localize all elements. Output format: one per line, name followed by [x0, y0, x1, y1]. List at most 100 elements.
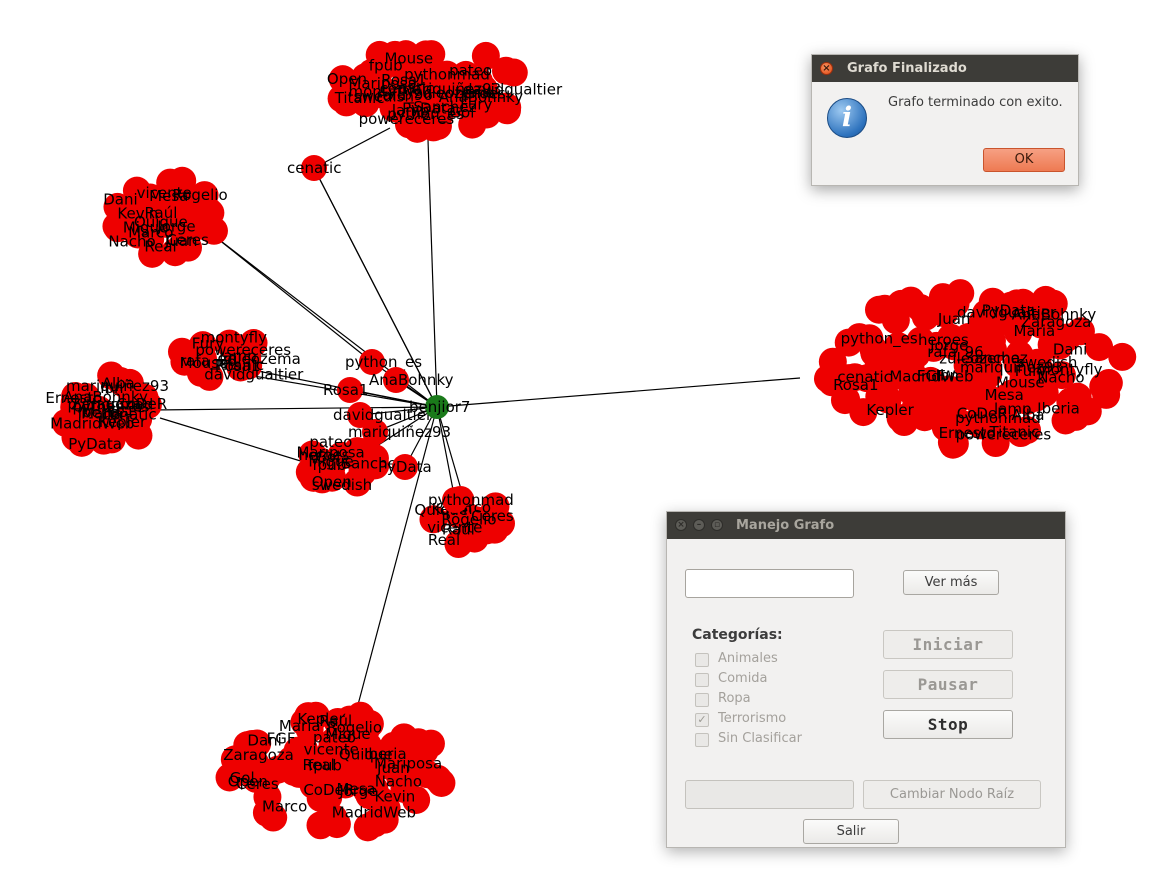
categorias-heading: Categorías:	[692, 627, 783, 643]
graph-node-label: Ernesto	[939, 424, 996, 442]
graph-node	[67, 428, 96, 457]
salir-button[interactable]: Salir	[803, 819, 899, 844]
graph-node-label: rafa_96	[376, 86, 432, 105]
graph-node-label: cenatic	[380, 79, 434, 97]
graph-node	[989, 396, 1018, 425]
graph-node-label: FGF	[917, 367, 946, 385]
graph-cluster: OpenMariposaGolfpubpateoMigueQuiqueCeres…	[215, 701, 456, 842]
checkbox[interactable]	[695, 673, 709, 687]
graph-node-label: Ceres	[471, 507, 514, 525]
graph-node-label: Alba	[1011, 406, 1044, 424]
search-input[interactable]	[685, 569, 854, 598]
graph-node	[170, 347, 199, 376]
graph-node-label: lamp	[392, 102, 430, 120]
graph-node	[353, 813, 382, 842]
checkbox[interactable]	[695, 733, 709, 747]
graph-node-label: PyData	[378, 458, 432, 476]
graph-node-label: Ceres	[236, 775, 279, 793]
graph-node-label: python_es	[345, 353, 422, 372]
graph-node-label: Nacho	[108, 233, 155, 251]
minimize-icon[interactable]: –	[693, 519, 705, 531]
graph-node	[306, 811, 335, 840]
graph-node	[337, 377, 363, 403]
graph-node-label: Rosa1	[215, 357, 260, 375]
root-node-input[interactable]	[685, 780, 854, 809]
close-icon[interactable]: ×	[675, 519, 687, 531]
graph-node-label: Rosa1	[833, 376, 878, 394]
graph-node-label: Zaragoza	[71, 396, 142, 414]
graph-node-label: fpub	[308, 756, 342, 774]
graph-node	[423, 111, 452, 140]
graph-node	[215, 329, 244, 358]
graph-edge	[212, 234, 373, 363]
iniciar-button[interactable]: Iniciar	[883, 630, 1013, 659]
graph-node-label: Gol	[449, 104, 474, 122]
graph-node-label: PyData	[68, 435, 122, 453]
grafo-finalizado-dialog: × Grafo Finalizado i Grafo terminado con…	[811, 54, 1079, 186]
graph-node-label: powereceres	[956, 426, 1052, 444]
graph-node	[389, 723, 418, 752]
cambiar-nodo-raiz-button[interactable]: Cambiar Nodo Raíz	[863, 780, 1041, 809]
graph-node-label: AnaBohnky	[1012, 306, 1097, 324]
graph-node	[1017, 301, 1046, 330]
graph-node-label: Titanic	[213, 356, 264, 374]
graph-node-label: mariquiñez93	[398, 80, 501, 98]
ok-button[interactable]: OK	[983, 148, 1065, 172]
graph-node	[391, 40, 420, 69]
graph-node-label: vicente	[304, 741, 359, 759]
graph-node	[491, 56, 520, 85]
graph-node-label: Sanchez	[342, 455, 405, 473]
graph-node-label: Dani	[1053, 340, 1087, 358]
graph-node-label: Rosa1	[323, 381, 368, 399]
checkbox[interactable]	[695, 653, 709, 667]
graph-node	[972, 299, 1001, 328]
ver-mas-button[interactable]: Ver más	[903, 570, 999, 595]
graph-node	[347, 402, 373, 428]
stop-button[interactable]: Stop	[883, 710, 1013, 739]
graph-node-label: vicente	[137, 184, 192, 202]
graph-node-label: Mariposa	[348, 75, 416, 93]
graph-node-label: MadridWeb	[332, 803, 416, 821]
graph-node	[919, 333, 948, 362]
graph-node	[403, 114, 432, 143]
graph-node-label: Sanchez	[965, 349, 1028, 367]
graph-node-label: Iberia	[1037, 399, 1080, 417]
graph-node	[961, 384, 990, 413]
category-label: Comida	[718, 671, 768, 686]
graph-node-label: davidgualtier	[463, 81, 563, 99]
graph-node-label: mariquiñez93	[960, 358, 1063, 376]
graph-node-label: Marco	[262, 797, 307, 815]
graph-node-label: Raúl	[319, 712, 352, 730]
graph-node	[353, 776, 382, 805]
maximize-icon[interactable]: ▫	[711, 519, 723, 531]
graph-node-label: Jorge	[929, 337, 968, 355]
graph-node	[317, 755, 346, 784]
graph-node	[930, 291, 959, 320]
graph-cluster: FGFIberiaZaragozaKeplerMadridWebCoDeRMar…	[45, 361, 169, 457]
graph-node	[860, 338, 889, 367]
graph-node	[124, 405, 153, 434]
graph-edge	[229, 371, 438, 408]
checkbox[interactable]	[695, 693, 709, 707]
graph-node-label: Mouse	[996, 373, 1045, 391]
graph-node-label: zuleozema	[220, 350, 301, 368]
graph-node-label: Mesa	[985, 386, 1024, 404]
graph-node-label: Titanic	[334, 89, 385, 107]
graph-node	[234, 351, 263, 380]
graph-node-label: vicente	[427, 518, 482, 536]
close-icon[interactable]: ×	[820, 62, 833, 75]
graph-node-label: Mesa	[149, 187, 188, 205]
graph-node	[381, 747, 410, 776]
graph-node-label: swedish	[354, 88, 414, 106]
graph-node-label: Mouse	[384, 49, 433, 67]
graph-node-label: Quique	[134, 213, 188, 231]
graph-node	[1061, 386, 1090, 415]
graph-node	[471, 41, 500, 70]
graph-node-label: Raúl	[144, 204, 177, 222]
graph-node	[353, 82, 382, 111]
graph-node-label: Ibn	[100, 379, 123, 397]
pausar-button[interactable]: Pausar	[883, 670, 1013, 699]
checkbox-checked[interactable]: ✓	[695, 713, 709, 727]
category-label: Animales	[718, 651, 778, 666]
graph-node	[161, 238, 190, 267]
